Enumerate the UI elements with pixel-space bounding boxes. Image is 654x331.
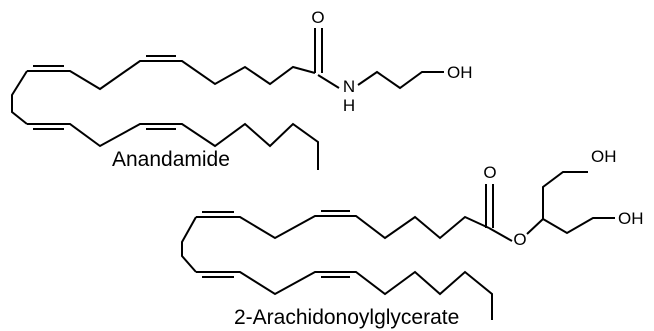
anandamide-nitrogen-hydrogen-label: H bbox=[343, 96, 355, 115]
anandamide-nitrogen-label: N bbox=[343, 77, 355, 96]
aag-upper-chain-bonds bbox=[181, 215, 490, 273]
anandamide-structure: O N H OH Anandamide bbox=[11, 8, 473, 171]
aag-upper-hydroxyl-label: OH bbox=[591, 147, 617, 166]
anandamide-upper-double-bonds bbox=[33, 55, 176, 67]
aag-carbonyl-bond bbox=[485, 184, 494, 228]
anandamide-carbonyl-oxygen-label: O bbox=[311, 8, 324, 27]
anandamide-lower-chain-bonds bbox=[27, 122, 319, 170]
aag-upper-double-bonds bbox=[202, 210, 350, 213]
anandamide-amide-bonds bbox=[317, 70, 444, 90]
aag-glycerol-bonds bbox=[542, 171, 615, 235]
aag-lower-hydroxyl-label: OH bbox=[618, 209, 644, 228]
anandamide-upper-chain-bonds bbox=[11, 60, 316, 125]
aag-ester-oxygen-label: O bbox=[513, 230, 526, 249]
anandamide-hydroxyl-label: OH bbox=[447, 63, 473, 82]
arachidonoylglycerate-structure: O O OH OH 2-Arachidonoylglycerate bbox=[181, 147, 644, 329]
aag-name-label: 2-Arachidonoylglycerate bbox=[234, 306, 459, 329]
anandamide-name-label: Anandamide bbox=[112, 148, 230, 171]
aag-lower-chain-bonds bbox=[196, 270, 493, 320]
aag-carbonyl-oxygen-label: O bbox=[483, 163, 496, 182]
anandamide-carbonyl-bond bbox=[314, 28, 323, 73]
aag-ester-bonds bbox=[488, 218, 544, 242]
